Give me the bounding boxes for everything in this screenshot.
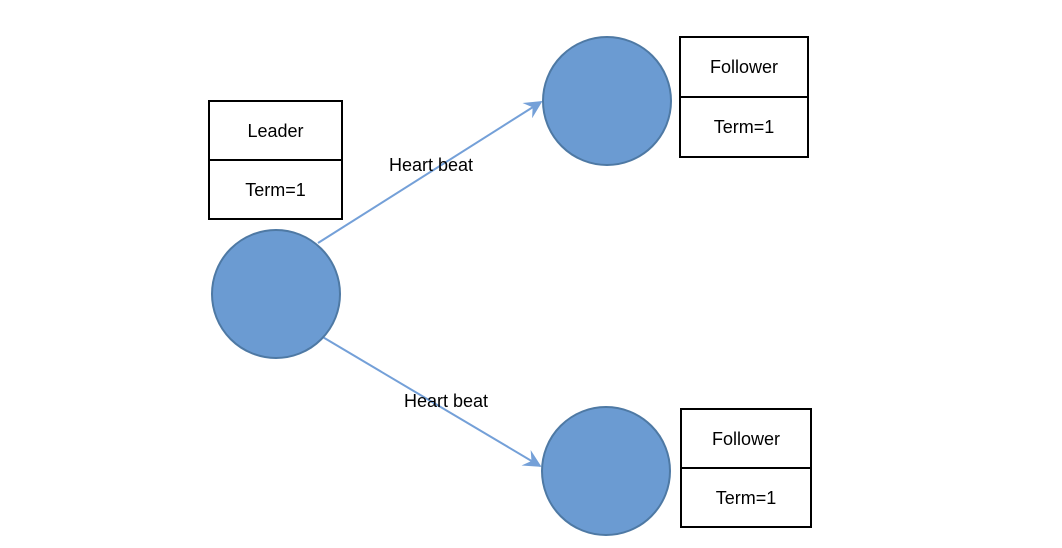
follower-top-node-circle [542,36,672,166]
leader-role-label: Leader [247,120,304,141]
leader-term-label: Term=1 [210,159,341,218]
leader-label-box: Leader Term=1 [208,100,343,220]
follower-bottom-node-circle [541,406,671,536]
heartbeat-label-top: Heart beat [388,155,474,176]
follower-top-term-label: Term=1 [681,96,807,156]
follower-top-label-box: Follower Term=1 [679,36,809,158]
heartbeat-arrow-top [317,101,543,244]
follower-bottom-role-label: Follower [711,428,781,449]
heartbeat-label-bottom: Heart beat [403,391,489,412]
leader-node-circle [211,229,341,359]
follower-bottom-term-label: Term=1 [682,467,810,526]
heartbeat-arrow-bottom [320,335,542,467]
follower-bottom-label-box: Follower Term=1 [680,408,812,528]
follower-top-role-label: Follower [709,57,779,77]
